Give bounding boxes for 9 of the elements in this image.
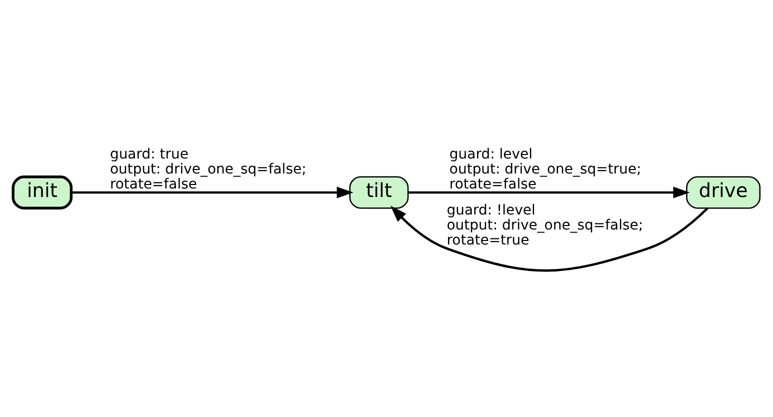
arrow xyxy=(408,186,690,198)
edge-label: guard: true output: drive_one_sq=false; rotate=false xyxy=(110,146,306,192)
node-box: tilt xyxy=(349,176,409,208)
node-box: drive xyxy=(686,176,761,208)
arrow xyxy=(390,205,708,272)
edge-label: guard: level output: drive_one_sq=true; rotate=false xyxy=(449,146,642,192)
edge-label: guard: !level output: drive_one_sq=false; rotate=true xyxy=(446,202,644,248)
node-box: init xyxy=(12,175,73,209)
arrow xyxy=(71,186,354,198)
